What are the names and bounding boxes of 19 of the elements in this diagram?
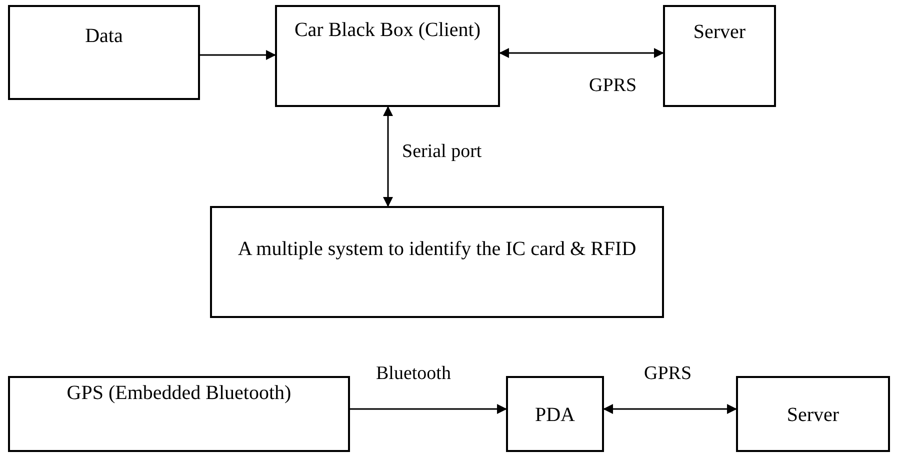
arrow: [499, 48, 664, 58]
arrow: [200, 50, 276, 60]
process-box: [663, 5, 776, 107]
box-label: GPS (Embedded Bluetooth): [66, 381, 292, 406]
process-box: [210, 206, 664, 318]
process-box: [736, 376, 890, 452]
box-label: Data: [84, 24, 124, 49]
arrow: [350, 404, 507, 414]
process-box: [506, 376, 604, 452]
process-box: [8, 5, 200, 100]
process-box: [275, 5, 500, 107]
arrow: [383, 106, 393, 207]
box-label: A multiple system to identify the IC card & RFID: [236, 237, 638, 262]
box-label: Server: [786, 403, 840, 428]
box-label: Server: [692, 20, 747, 45]
box-label: PDA: [534, 403, 576, 428]
box-label: Car Black Box (Client): [293, 18, 482, 43]
arrow: [603, 404, 737, 414]
process-box: [8, 376, 350, 452]
